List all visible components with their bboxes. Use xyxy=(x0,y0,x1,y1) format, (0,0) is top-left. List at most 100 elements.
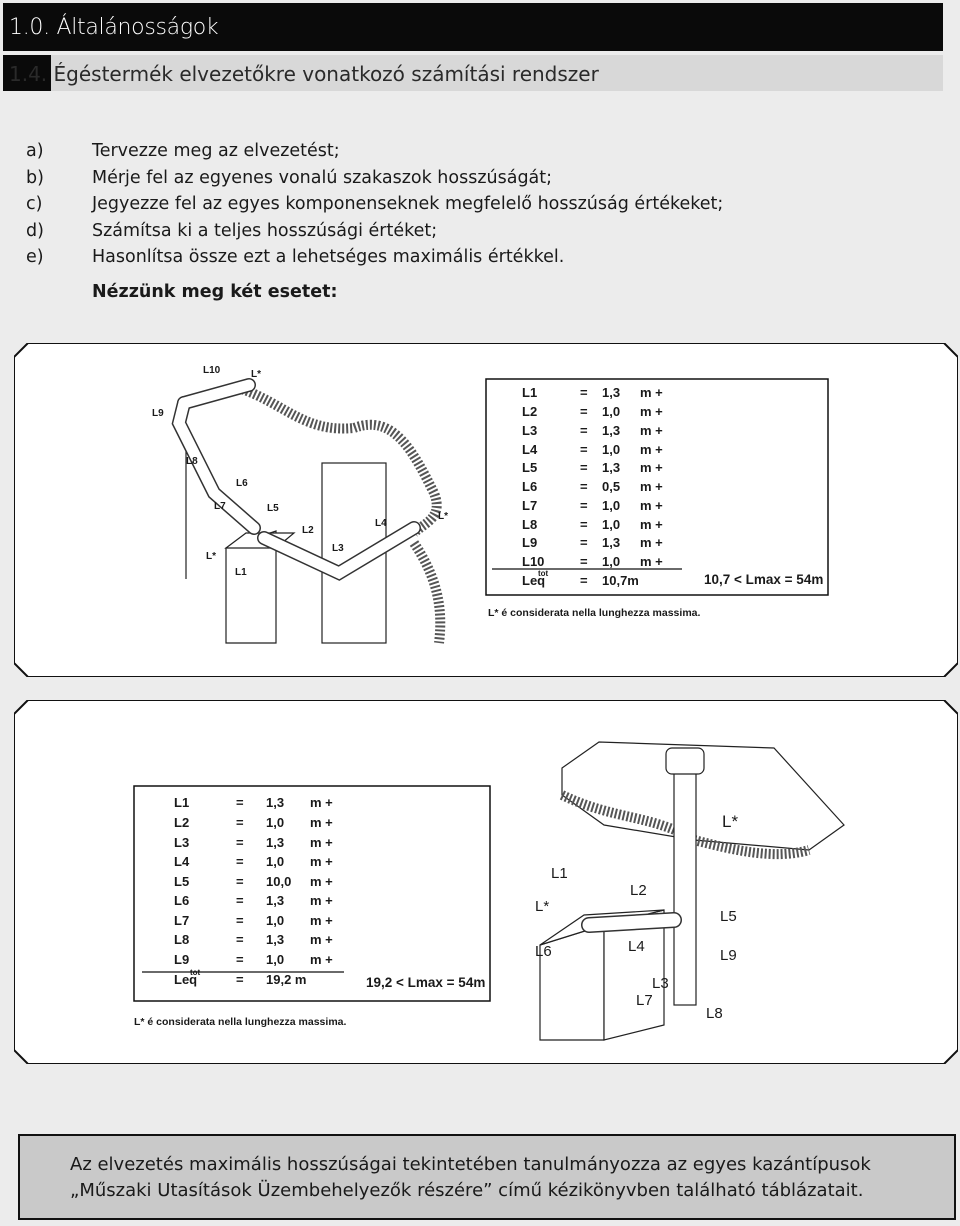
row-value: 1,3 xyxy=(266,795,285,810)
diagram-label: L2 xyxy=(302,525,314,536)
step-text: Jegyezze fel az egyes komponenseknek meg… xyxy=(92,194,724,214)
footer-note: Az elvezetés maximális hosszúságai tekin… xyxy=(18,1134,956,1220)
diagram-label: L* xyxy=(251,369,261,380)
diagram-label: L5 xyxy=(267,503,279,514)
row-name: L4 xyxy=(174,854,190,869)
list-item: a) Tervezze meg az elvezetést; xyxy=(26,138,723,165)
row-name: L3 xyxy=(522,423,538,438)
row-value: 1,0 xyxy=(602,404,621,419)
row-name: L7 xyxy=(522,498,538,513)
footer-line-1: Az elvezetés maximális hosszúságai tekin… xyxy=(70,1154,871,1175)
diagram-label: L1 xyxy=(235,567,247,578)
row-name: L7 xyxy=(174,913,190,928)
list-item: d)Számítsa ki a teljes hosszúsági értéke… xyxy=(26,218,723,245)
row-name: L10 xyxy=(522,554,545,569)
row-name: L5 xyxy=(522,460,538,475)
row-unit: m + xyxy=(310,874,333,889)
row-unit: m + xyxy=(310,893,333,908)
row-name: L4 xyxy=(522,442,538,457)
diagram-label: L1 xyxy=(551,865,568,882)
section-header: 1.0. Általánosságok xyxy=(3,3,943,51)
row-unit: m + xyxy=(640,404,663,419)
step-list: a) Tervezze meg az elvezetést; b) Mérje fe… xyxy=(26,138,723,271)
row-name: L6 xyxy=(522,479,538,494)
row-value: 1,3 xyxy=(266,893,285,908)
row-unit: m + xyxy=(640,442,663,457)
row-name: L9 xyxy=(174,952,190,967)
list-item: e) Hasonlítsa össze ezt a lehetséges maxi… xyxy=(26,244,723,271)
row-unit: m + xyxy=(640,535,663,550)
step-key: b) xyxy=(26,167,44,188)
row-unit: m + xyxy=(310,952,333,967)
row-unit: m + xyxy=(640,498,663,513)
row-unit: m + xyxy=(310,854,333,869)
step-key: e) xyxy=(26,247,44,267)
row-value: 10,0 xyxy=(266,874,292,889)
row-value: 1,0 xyxy=(266,854,285,869)
row-unit: m + xyxy=(310,932,333,947)
row-name: L2 xyxy=(174,815,190,830)
diagram-label: L3 xyxy=(652,975,669,992)
row-name: L8 xyxy=(174,932,190,947)
row-value: 1,0 xyxy=(266,952,285,967)
diagram-label: L7 xyxy=(214,501,226,512)
diagram-label: L3 xyxy=(332,543,344,554)
row-value: 1,3 xyxy=(266,835,285,850)
diagram-label: L9 xyxy=(152,408,164,419)
row-name: L8 xyxy=(522,517,538,532)
total-sup: tot xyxy=(190,968,201,977)
intro-heading: Nézzünk meg két esetet: xyxy=(92,282,338,302)
row-unit: m + xyxy=(310,913,333,928)
diagram-label: L4 xyxy=(375,518,387,529)
row-name: L1 xyxy=(522,385,538,400)
diagram-label: L9 xyxy=(720,947,737,964)
row-unit: m + xyxy=(640,385,663,400)
case-1-note: L* é considerata nella lunghezza massima… xyxy=(488,607,701,619)
row-name: L2 xyxy=(522,404,538,419)
row-value: 1,0 xyxy=(602,517,621,532)
diagram-label: L6 xyxy=(535,943,552,960)
diagram-label: L* xyxy=(722,812,739,831)
row-value: 1,3 xyxy=(266,932,285,947)
step-text: Mérje fel az egyenes vonalú szakaszok ho… xyxy=(92,167,553,188)
diagram-label: L6 xyxy=(236,478,248,489)
row-unit: m + xyxy=(310,815,333,830)
diagram-label: L* xyxy=(206,551,216,562)
total-name: Leq xyxy=(174,972,198,987)
step-text: Tervezze meg az elvezetést; xyxy=(92,141,340,161)
list-item: c) Jegyezze fel az egyes komponenseknek m… xyxy=(26,191,723,218)
row-value: 1,0 xyxy=(602,554,621,569)
diagram-label: L* xyxy=(535,898,550,915)
section-title: 1.0. Általánosságok xyxy=(9,15,219,40)
total-name: Leq xyxy=(522,573,546,588)
row-name: L3 xyxy=(174,835,190,850)
row-unit: m + xyxy=(640,554,663,569)
row-unit: m + xyxy=(640,423,663,438)
footer-line-2: „Műszaki Utasítások Üzembehelyezők részé… xyxy=(70,1180,864,1201)
step-text: Hasonlítsa össze ezt a lehetséges maximá… xyxy=(92,247,565,267)
subsection-header: 1.4. Égéstermék elvezetőkre vonatkozó sz… xyxy=(3,55,943,91)
diagram-label: L8 xyxy=(706,1005,723,1022)
case-1-comparison: 10,7 < Lmax = 54m xyxy=(704,572,824,587)
row-value: 0,5 xyxy=(602,479,621,494)
step-key: d) xyxy=(26,220,44,241)
total-value: 19,2 m xyxy=(266,972,307,987)
row-unit: m + xyxy=(310,835,333,850)
diagram-label: L5 xyxy=(720,908,737,925)
step-key: a) xyxy=(26,141,44,161)
list-item: b) Mérje fel az egyenes vonalú szakaszok … xyxy=(26,165,723,192)
row-unit: m + xyxy=(640,460,663,475)
total-sup: tot xyxy=(538,569,549,578)
total-value: 10,7m xyxy=(602,573,639,588)
step-key: c) xyxy=(26,194,43,214)
subsection-title: 1.4. Égéstermék elvezetőkre vonatkozó sz… xyxy=(9,62,599,86)
row-name: L5 xyxy=(174,874,190,889)
diagram-label: L10 xyxy=(203,365,221,376)
row-value: 1,0 xyxy=(266,913,285,928)
diagram-label: L4 xyxy=(628,938,645,955)
case-2-note: L* é considerata nella lunghezza massima… xyxy=(134,1016,347,1028)
diagram-label: L2 xyxy=(630,882,647,899)
case-1-panel: L10 L* L9 L8 L6 L7 L5 L2 L4 L* L3 L* L1 … xyxy=(14,343,958,677)
